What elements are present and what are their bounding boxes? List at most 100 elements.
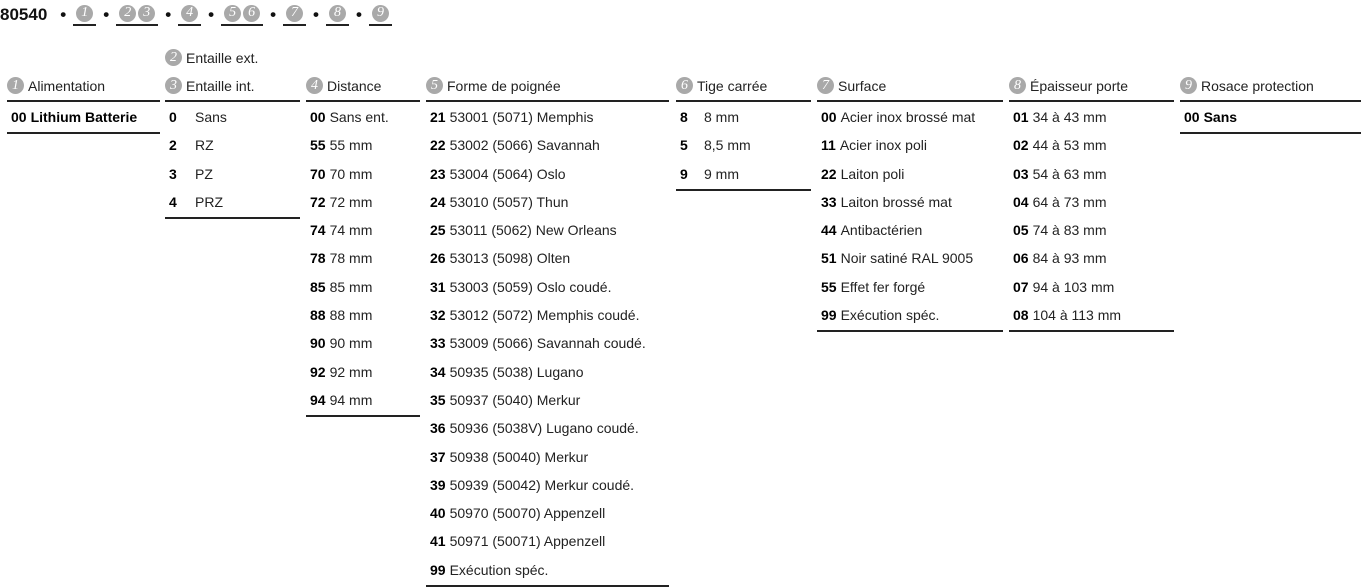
- option-code: 22: [430, 137, 446, 154]
- option-label: 92 mm: [329, 363, 373, 380]
- option-label: 90 mm: [329, 335, 373, 352]
- article-number: 80540: [0, 5, 48, 24]
- option-label: 53012 (5072) Memphis coudé.: [449, 307, 640, 324]
- option-label: Exécution spéc.: [449, 561, 549, 578]
- option-code: 24: [430, 193, 446, 210]
- header-rule: [426, 100, 669, 102]
- column-title: Rosace protection: [1201, 77, 1314, 94]
- option-code: 11: [821, 137, 836, 154]
- header-rule: [165, 100, 300, 102]
- option-code: 02: [1013, 137, 1029, 154]
- column-title: Tige carrée: [697, 77, 768, 94]
- option-code: 5: [680, 137, 688, 154]
- option-label: 53011 (5062) New Orleans: [449, 222, 617, 239]
- option-label: 70 mm: [329, 165, 373, 182]
- option-label: Effet fer forgé: [840, 278, 926, 295]
- option-label: 50936 (5038V) Lugano coudé.: [449, 420, 639, 437]
- option-label: 50970 (50070) Appenzell: [449, 505, 606, 522]
- option-code: 21: [430, 109, 446, 125]
- option-code: 00: [310, 109, 326, 125]
- number-circle-icon: 1: [7, 77, 24, 94]
- option-row: 0 Sans: [169, 108, 300, 136]
- option-code: 22: [821, 165, 837, 182]
- option-label: Sans: [195, 109, 227, 125]
- option-code: 88: [310, 307, 326, 324]
- option-label: 50971 (50071) Appenzell: [449, 533, 606, 550]
- number-circle-icon: 6: [676, 77, 693, 94]
- option-slot: 9: [368, 4, 392, 26]
- option-code: 0: [169, 109, 177, 125]
- header-rule: [1180, 100, 1361, 102]
- option-code: 94: [310, 391, 326, 408]
- number-circle-icon: 1: [76, 4, 94, 22]
- column-end-rule: [7, 132, 160, 134]
- option-label: 88 mm: [329, 307, 373, 324]
- option-label: 53013 (5098) Olten: [449, 250, 571, 267]
- option-label: 104 à 113 mm: [1032, 307, 1122, 324]
- header-rule: [306, 100, 420, 102]
- option-code: 2: [169, 137, 177, 154]
- option-label: 53003 (5059) Oslo coudé.: [449, 278, 612, 295]
- option-code: 8: [680, 109, 688, 125]
- option-code: 3: [169, 165, 177, 182]
- option-code: 06: [1013, 250, 1029, 267]
- separator-dot: •: [165, 5, 172, 24]
- option-code: 00: [11, 109, 27, 125]
- number-circle-icon: 3: [138, 4, 156, 22]
- option-label: 8,5 mm: [704, 137, 751, 154]
- option-label: 50935 (5038) Lugano: [449, 363, 584, 380]
- number-circle-icon: 5: [224, 4, 242, 22]
- option-label: Laiton poli: [840, 165, 905, 182]
- option-label: 74 à 83 mm: [1032, 222, 1107, 239]
- option-code: 74: [310, 222, 326, 239]
- option-code: 99: [430, 561, 446, 578]
- option-label: 8 mm: [704, 109, 739, 125]
- option-label: 74 mm: [329, 222, 373, 239]
- number-circle-icon: 6: [243, 4, 261, 22]
- separator-dot: •: [60, 5, 67, 24]
- number-circle-icon: 4: [306, 77, 323, 94]
- option-label: 78 mm: [329, 250, 373, 267]
- option-code: 23: [430, 165, 446, 182]
- column-title: Forme de poignée: [447, 77, 561, 94]
- option-code: 70: [310, 165, 326, 182]
- option-label: Laiton brossé mat: [840, 193, 952, 210]
- option-code: 39: [430, 476, 446, 493]
- option-row: 8 8 mm: [680, 108, 811, 136]
- option-code: 25: [430, 222, 446, 239]
- option-label: 53002 (5066) Savannah: [449, 137, 600, 154]
- option-code: 44: [821, 222, 837, 239]
- option-slot: 8: [326, 4, 349, 26]
- option-label: PZ: [195, 165, 213, 182]
- column-end-rule: [817, 330, 1003, 333]
